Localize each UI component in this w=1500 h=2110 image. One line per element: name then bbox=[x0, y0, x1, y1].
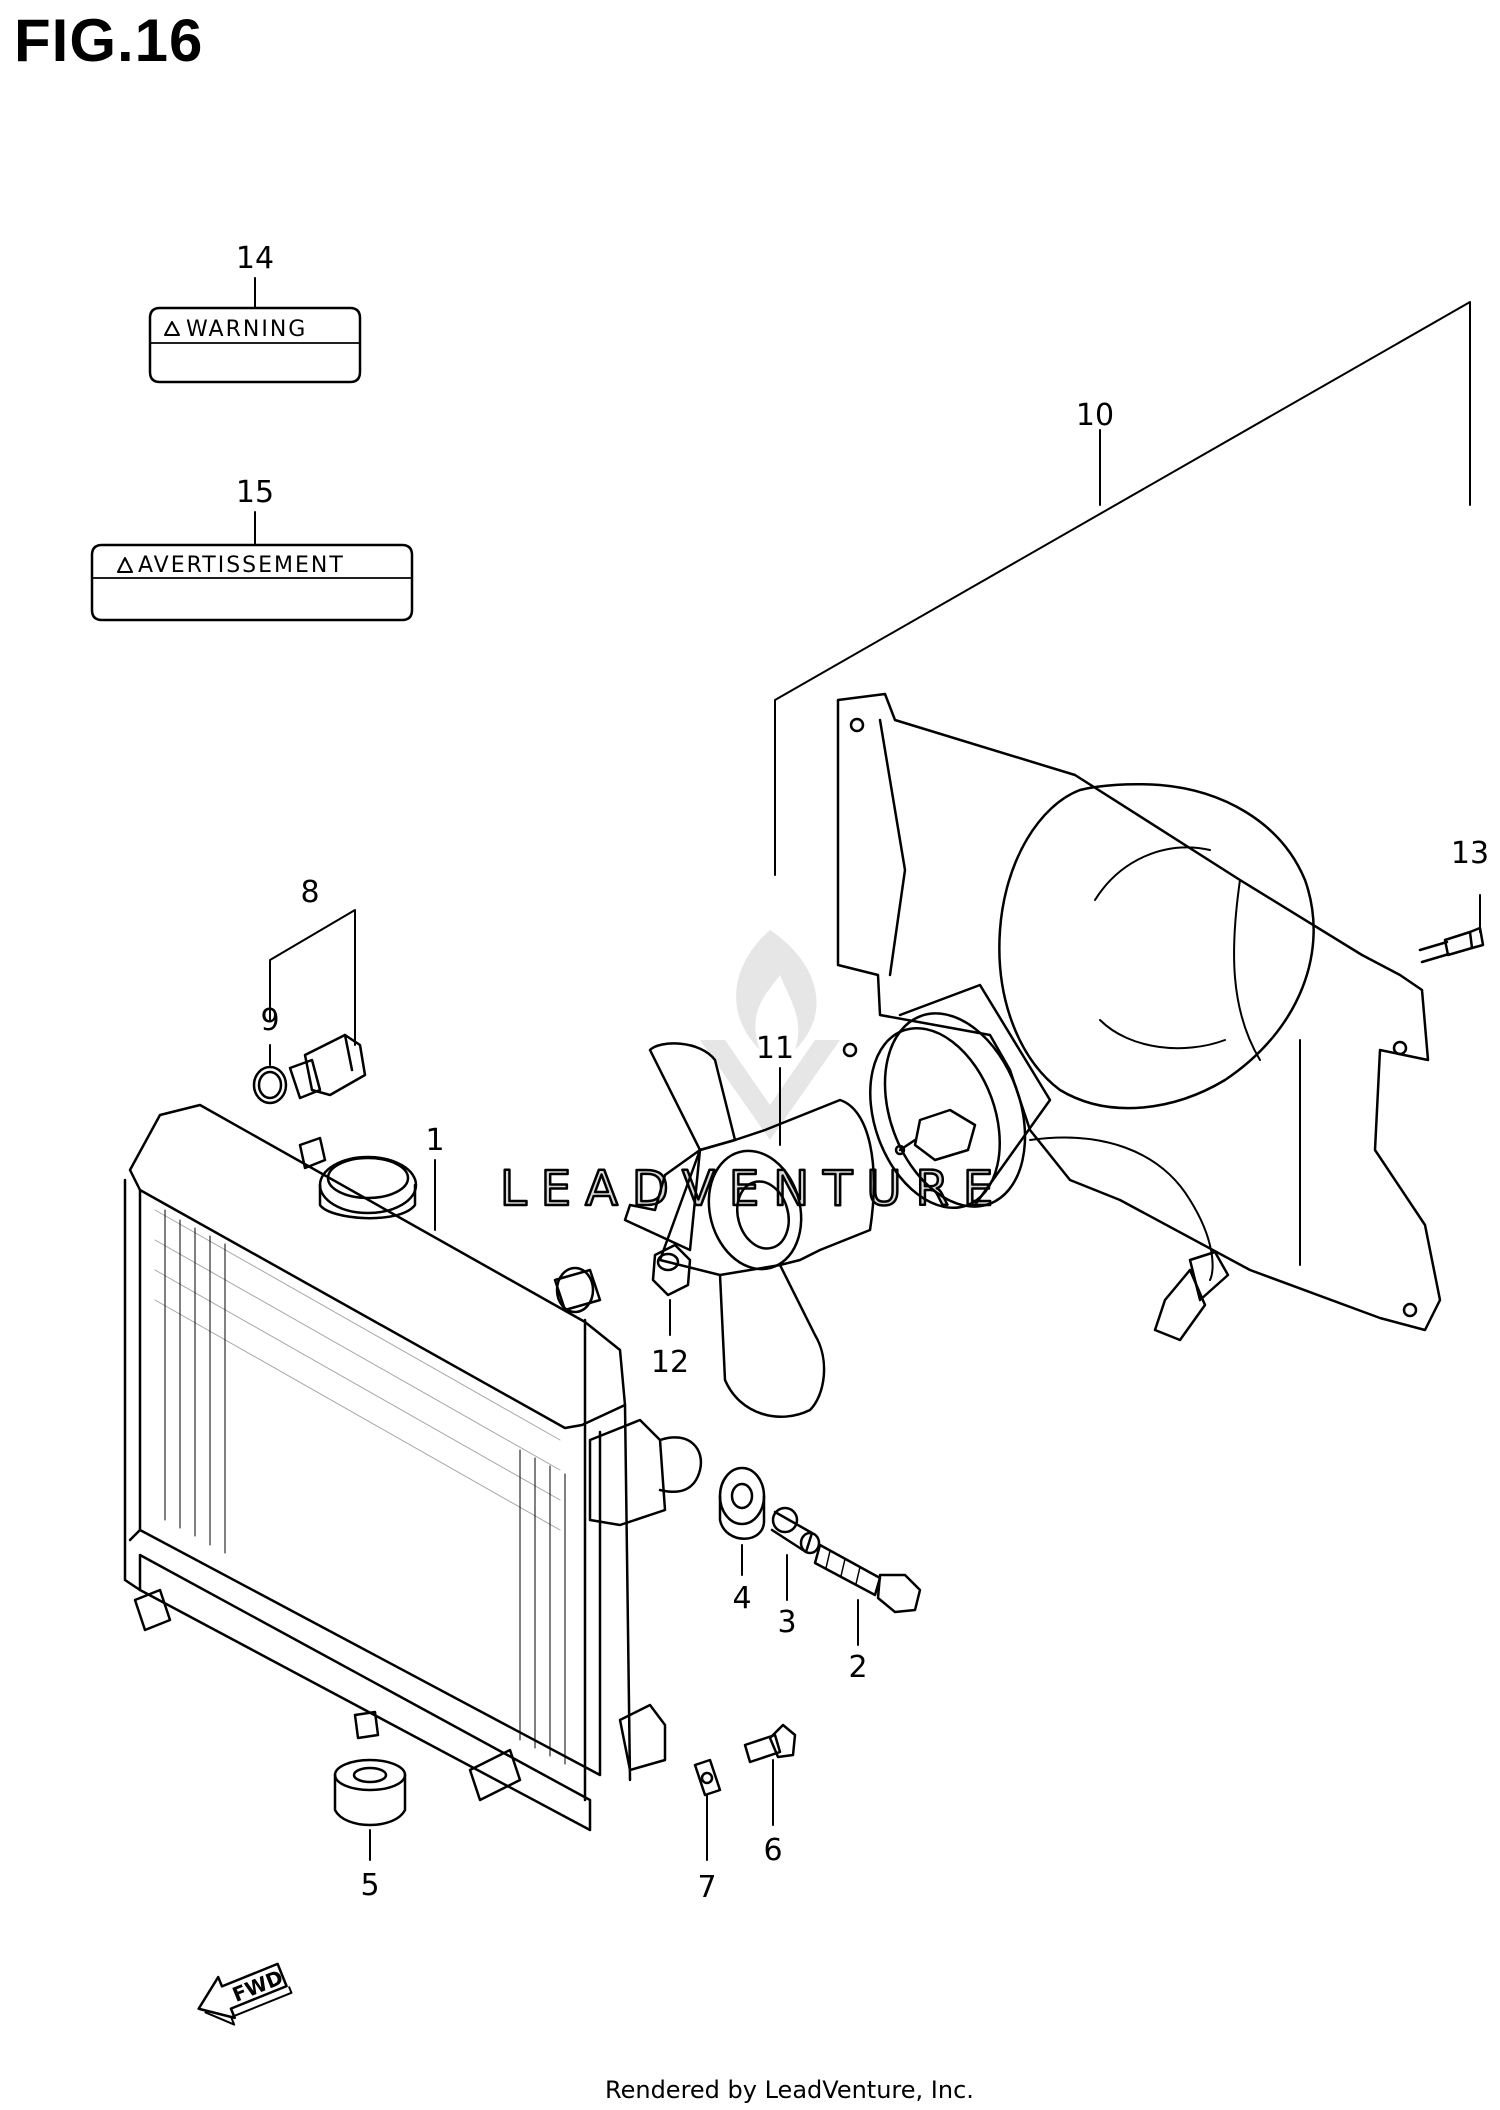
callout-12: 12 bbox=[651, 1345, 689, 1380]
part-4-grommet bbox=[720, 1468, 764, 1539]
part-7-nut bbox=[695, 1760, 720, 1795]
part-15-avertissement-label: AVERTISSEMENT bbox=[92, 545, 412, 620]
part-10-bracket bbox=[775, 302, 1470, 875]
part-3-collar bbox=[772, 1508, 819, 1553]
leadventure-watermark: LEADVENTURE bbox=[499, 930, 994, 1218]
callout-1: 1 bbox=[425, 1123, 444, 1158]
warning-triangle-icon bbox=[118, 558, 132, 572]
avertissement-label-text: AVERTISSEMENT bbox=[138, 553, 345, 578]
part-11-fan-blade bbox=[625, 1043, 874, 1416]
part-12-nut bbox=[653, 1245, 690, 1295]
callout-5: 5 bbox=[360, 1868, 379, 1903]
part-2-bolt bbox=[815, 1545, 920, 1612]
warning-label-text: WARNING bbox=[186, 317, 307, 342]
fwd-direction-arrow: FWD bbox=[190, 1954, 294, 2035]
part-10-fan-shroud bbox=[838, 694, 1440, 1330]
callout-3: 3 bbox=[777, 1605, 796, 1640]
callout-10: 10 bbox=[1076, 398, 1114, 433]
part-1-radiator bbox=[125, 1105, 701, 1830]
callout-15: 15 bbox=[236, 475, 274, 510]
part-14-warning-label: WARNING bbox=[150, 308, 360, 382]
callout-13: 13 bbox=[1451, 836, 1489, 871]
callout-7: 7 bbox=[697, 1870, 716, 1905]
callout-11: 11 bbox=[756, 1031, 794, 1066]
callout-4: 4 bbox=[732, 1581, 751, 1616]
part-9-o-ring bbox=[254, 1067, 286, 1103]
part-11-fan-motor bbox=[847, 985, 1228, 1340]
part-5-grommet bbox=[335, 1760, 405, 1825]
callout-8: 8 bbox=[300, 875, 319, 910]
callout-6: 6 bbox=[763, 1833, 782, 1868]
part-13-bolt bbox=[1420, 928, 1483, 962]
callout-numbers: 14 15 10 8 9 1 11 13 12 4 3 2 6 7 5 bbox=[236, 241, 1489, 1905]
figure-title: FIG.16 bbox=[14, 7, 204, 74]
warning-triangle-icon bbox=[165, 322, 179, 335]
part-8-switch bbox=[290, 1035, 365, 1098]
render-credit: Rendered by LeadVenture, Inc. bbox=[605, 2076, 974, 2104]
callout-14: 14 bbox=[236, 241, 274, 276]
callout-9: 9 bbox=[260, 1003, 279, 1038]
part-6-bolt bbox=[745, 1725, 795, 1762]
callout-2: 2 bbox=[848, 1650, 867, 1685]
leader-lines bbox=[255, 278, 1480, 1860]
